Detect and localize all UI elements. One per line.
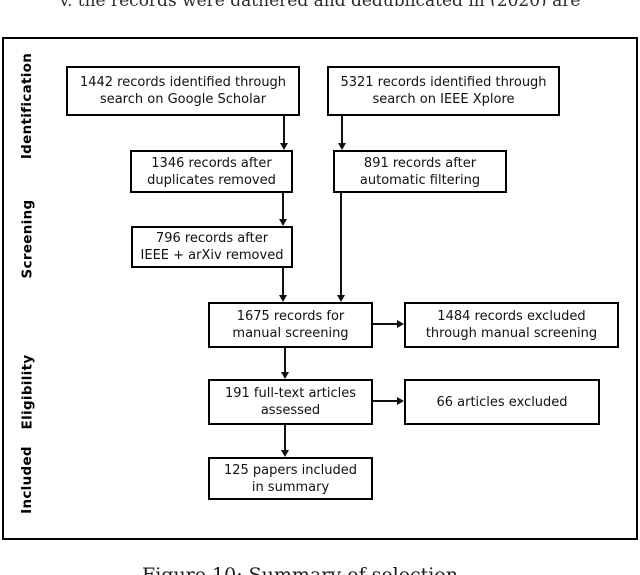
arrow-scholar-to-duplicates-line (283, 116, 285, 143)
stage-identification-label: Identification (19, 52, 36, 160)
arrow-manual-to-excluded-head (397, 320, 404, 328)
arrow-scholar-to-duplicates-head (280, 143, 288, 150)
arrow-xplore-to-filtering-line (341, 116, 343, 143)
box-fulltext-assessed: 191 full-text articles assessed (208, 379, 373, 425)
box-excluded-manual: 1484 records excluded through manual scr… (404, 302, 619, 348)
arrow-fulltext-to-included-line (284, 425, 286, 450)
arrow-manual-to-fulltext-head (281, 372, 289, 379)
arrow-xplore-to-filtering-head (338, 143, 346, 150)
arrow-fulltext-to-included-head (281, 450, 289, 457)
stage-screening-label: Screening (19, 199, 36, 279)
arrow-filtering-to-manual-head (337, 295, 345, 302)
box-after-ieee-arxiv: 796 records after IEEE + arXiv removed (131, 226, 293, 268)
stage-included-label: Included (19, 446, 36, 514)
box-included-summary: 125 papers included in summary (208, 457, 373, 500)
stage-included: Included (2, 446, 52, 514)
box-after-filtering: 891 records after automatic filtering (333, 150, 507, 193)
stage-eligibility-label: Eligibility (19, 354, 35, 430)
box-google-scholar: 1442 records identified through search o… (66, 66, 300, 116)
clipped-text-fragment: y, the records were gathered and dedupli… (40, 0, 600, 6)
stage-eligibility: Eligibility (2, 354, 52, 430)
arrow-filtering-to-manual-line (340, 193, 342, 295)
arrow-fulltext-to-excluded-line (373, 400, 397, 402)
arrow-fulltext-to-excluded-head (397, 397, 404, 405)
arrow-duplicates-to-arxiv-line (282, 193, 284, 219)
arrow-arxiv-to-manual-head (279, 295, 287, 302)
figure-caption: Figure 10: Summary of selection (142, 564, 458, 575)
arrow-manual-to-fulltext-line (284, 348, 286, 372)
box-after-duplicates: 1346 records after duplicates removed (130, 150, 293, 193)
box-ieee-xplore: 5321 records identified through search o… (327, 66, 560, 116)
arrow-arxiv-to-manual-line (282, 268, 284, 295)
stage-identification: Identification (2, 50, 52, 162)
box-articles-excluded: 66 articles excluded (404, 379, 600, 425)
flow-diagram-frame (2, 37, 638, 540)
arrow-duplicates-to-arxiv-head (279, 219, 287, 226)
stage-screening: Screening (2, 196, 52, 282)
box-manual-screening: 1675 records for manual screening (208, 302, 373, 348)
clipped-text-line: y, the records were gathered and dedupli… (40, 0, 600, 6)
arrow-manual-to-excluded-line (373, 323, 397, 325)
